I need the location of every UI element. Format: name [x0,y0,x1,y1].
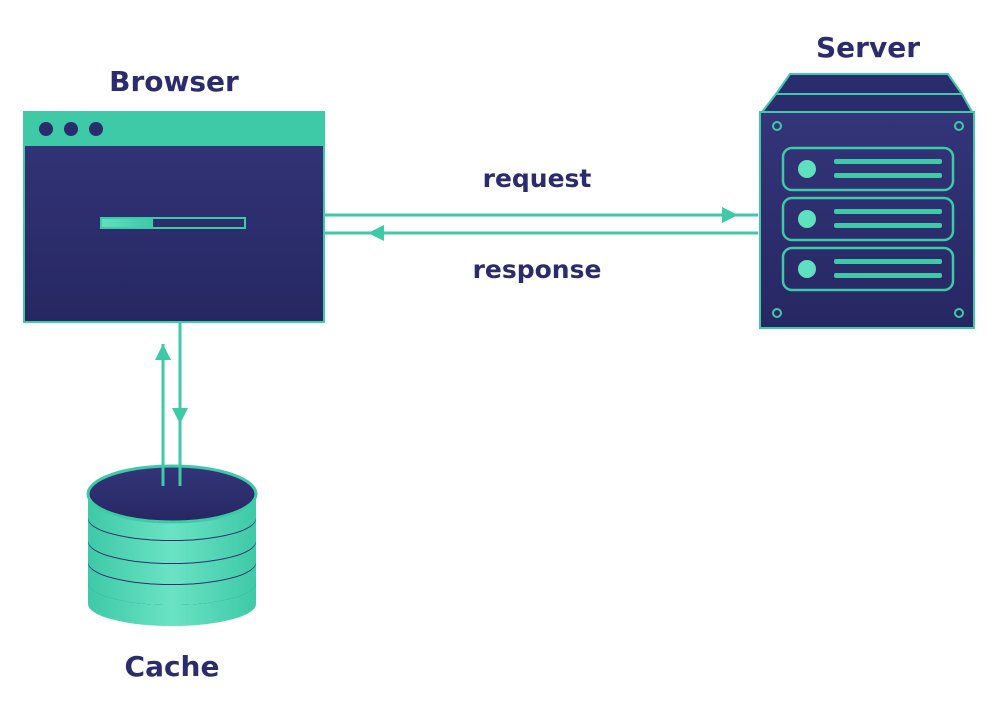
window-dot-icon [89,122,103,136]
database-stack-icon [86,464,258,626]
response-arrow [324,225,758,241]
browser-label: Browser [109,65,239,98]
cache-read-arrow [155,344,171,486]
window-dot-icon [39,122,53,136]
request-arrow [324,207,758,223]
window-dot-icon [64,122,78,136]
cache-label: Cache [125,650,220,683]
cache-write-arrow [172,322,188,486]
browser-window-icon [23,111,325,323]
server-drive-bay [781,246,955,292]
loading-bar-track [100,217,246,229]
request-label: request [483,164,592,193]
loading-bar-fill [102,219,154,227]
server-drive-bay [781,146,955,192]
server-label: Server [816,31,920,64]
server-rack-icon [759,73,975,329]
response-label: response [473,255,602,284]
server-drive-bay [781,196,955,242]
